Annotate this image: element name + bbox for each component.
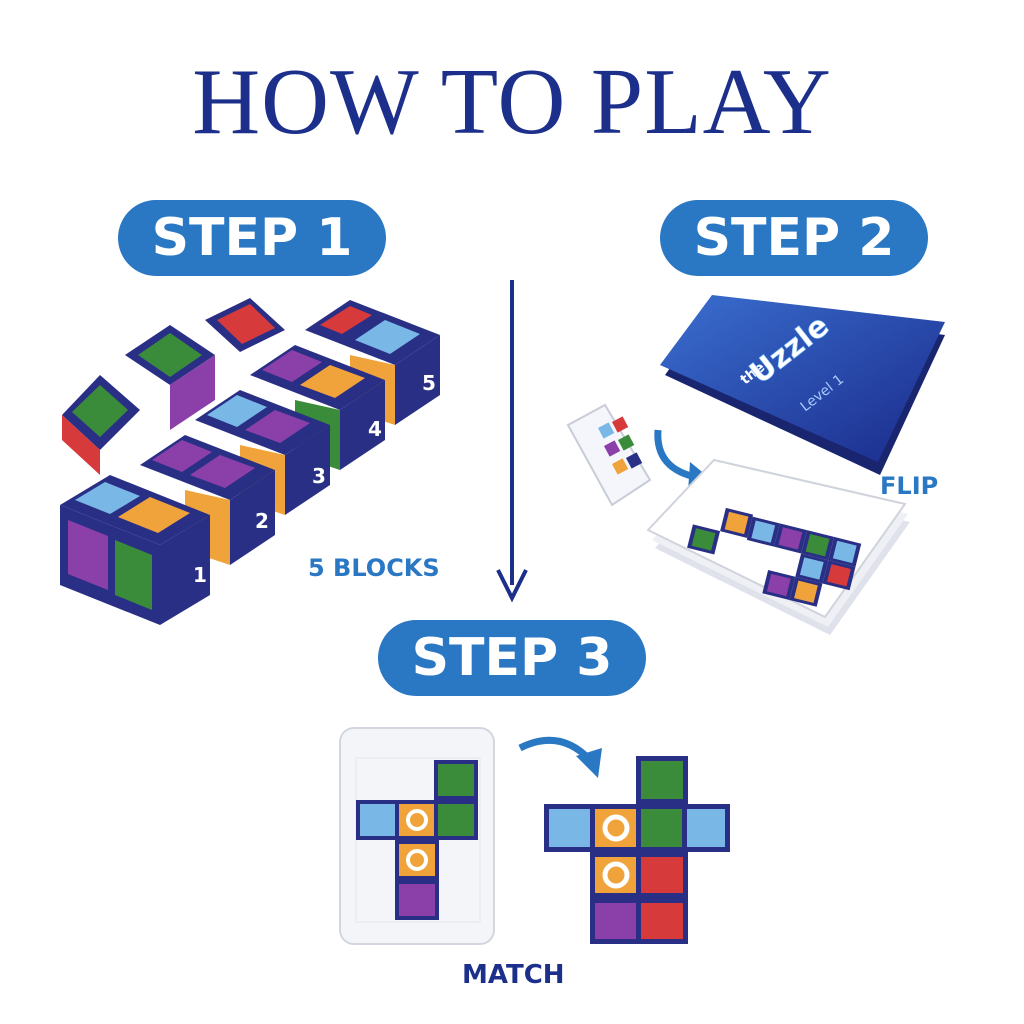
- block-number-2: 2: [255, 509, 269, 533]
- card-stack: [646, 458, 910, 635]
- block-loose-b: [125, 325, 215, 430]
- block-number-4: 4: [368, 417, 382, 441]
- card-box: the Uzzle Level 1: [660, 295, 945, 475]
- flipping-card: [566, 403, 652, 507]
- blocks-caption: 5 BLOCKS: [308, 554, 440, 582]
- step-3-badge: STEP 3: [378, 620, 646, 696]
- block-number-1: 1: [193, 563, 207, 587]
- center-arrow: [496, 280, 528, 603]
- block-loose-a: [62, 375, 140, 475]
- block-number-5: 5: [422, 371, 436, 395]
- block-1: [60, 475, 210, 625]
- page-title: HOW TO PLAY: [192, 50, 832, 154]
- match-arrow: [518, 736, 602, 778]
- block-loose-c: [205, 298, 285, 352]
- flip-caption: FLIP: [880, 472, 939, 500]
- match-caption: MATCH: [462, 960, 565, 990]
- pattern-card: [339, 727, 495, 945]
- step-2-badge: STEP 2: [660, 200, 928, 276]
- matched-cross: [544, 756, 730, 944]
- step-1-badge: STEP 1: [118, 200, 386, 276]
- block-number-3: 3: [312, 464, 326, 488]
- blocks-group: 1 2 3 4 5: [60, 298, 440, 625]
